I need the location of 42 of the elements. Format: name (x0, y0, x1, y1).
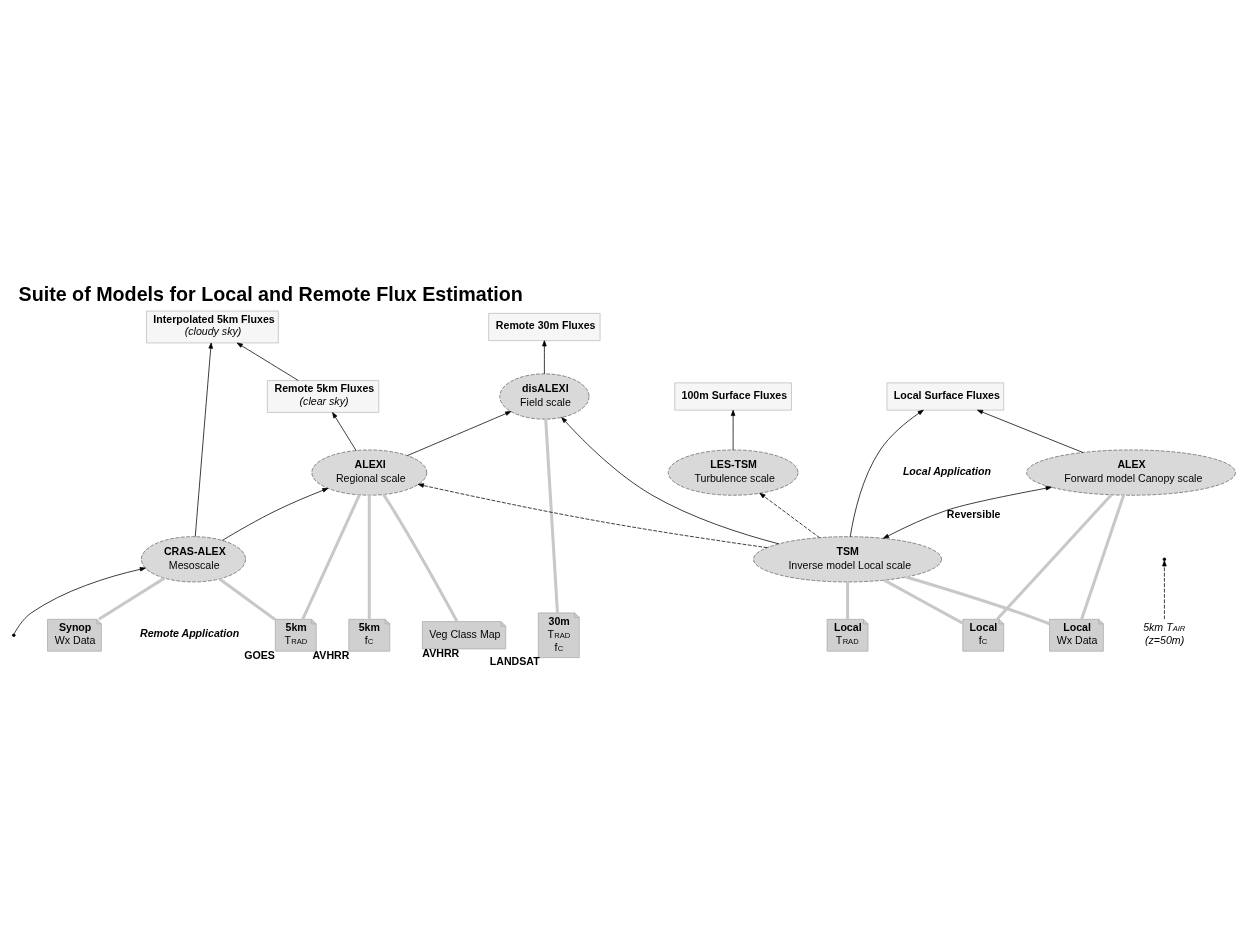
connector (1080, 494, 1126, 620)
connector (883, 578, 964, 625)
node-ellipse: ALEX Forward model Canopy scale (1026, 449, 1236, 496)
arrow (883, 486, 1052, 539)
connector (367, 495, 371, 620)
node-ellipse: TSM Inverse model Local scale (753, 536, 942, 583)
connector (544, 419, 559, 613)
arrow (542, 340, 547, 375)
arrow (1162, 560, 1167, 620)
arrow (977, 409, 1084, 453)
node-ellipse: disALEXI Field scale (499, 373, 590, 420)
arrow (236, 342, 299, 381)
connector (382, 493, 459, 622)
arrow (561, 417, 780, 545)
arrow (194, 342, 213, 537)
label: Remote Application (140, 627, 240, 640)
connector (905, 575, 1050, 626)
arrow (759, 492, 820, 539)
connector (98, 576, 166, 621)
diagram-title: Suite of Models for Local and Remote Flux Estimation (18, 283, 523, 306)
arrow (417, 483, 768, 549)
arrow (13, 567, 146, 635)
connector (301, 494, 361, 620)
arrow (730, 409, 736, 451)
node-box: Interpolated 5km Fluxes (cloudy sky) (146, 310, 279, 344)
arrow (221, 487, 329, 541)
label: Local Application (902, 464, 991, 477)
edge-label: Reversible (946, 507, 1001, 520)
node-box: Remote 30m Fluxes (488, 312, 601, 341)
arrow (332, 412, 357, 452)
node-ellipse: LES-TSM Turbulence scale (667, 449, 799, 496)
connector (996, 493, 1113, 621)
node-box: 100m Surface Fluxes (674, 382, 792, 411)
node-label: GOES (244, 648, 275, 661)
connector (846, 581, 850, 620)
node-label: LANDSAT (489, 655, 540, 668)
arrow (849, 409, 924, 538)
node-text: 5km TAIR (z=50m) (1143, 620, 1186, 646)
node-box: Local Surface Fluxes (886, 382, 1005, 411)
connector (218, 577, 276, 621)
node-box: Remote 5km Fluxes (clear sky) (266, 380, 380, 413)
arrow (406, 411, 512, 457)
